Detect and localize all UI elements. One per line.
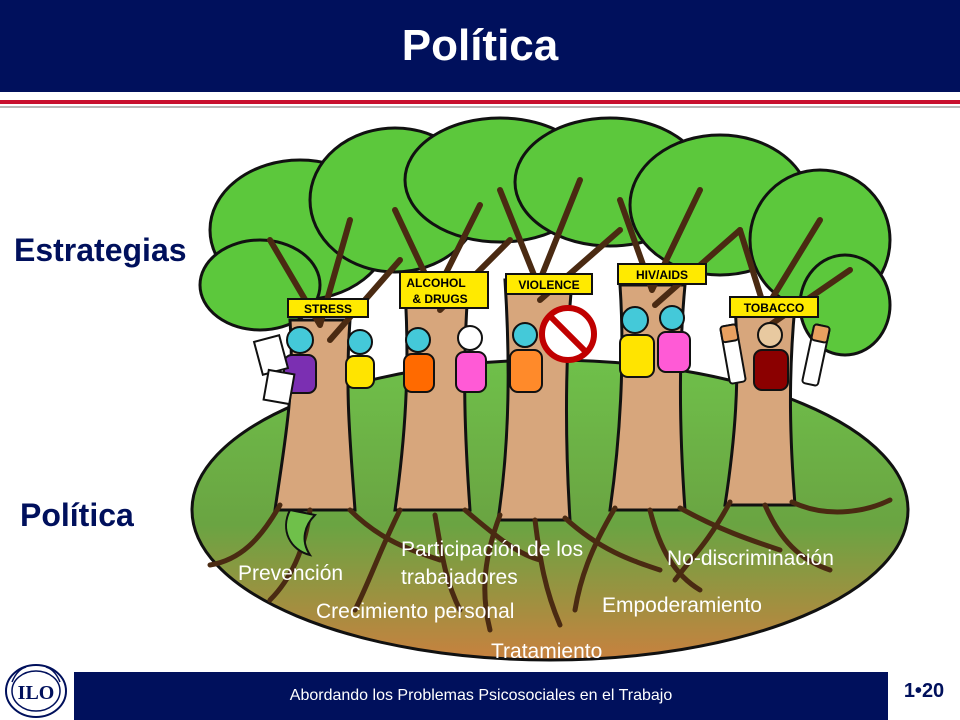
slide-title: Política	[401, 21, 559, 70]
sign-stress	[287, 298, 369, 318]
sign-alcohol	[399, 271, 489, 309]
footer-text: Abordando los Problemas Psicosociales en…	[289, 687, 673, 704]
root-sprout	[285, 508, 318, 557]
cigarettes	[719, 323, 831, 387]
sign-violence	[505, 273, 593, 295]
label-non-discrimination: No-discriminación	[667, 547, 834, 570]
footer-bar	[74, 672, 888, 720]
title-divider-red	[0, 100, 960, 104]
page-number: 1•20	[903, 680, 945, 702]
tree-roots	[207, 497, 893, 633]
logo-text: ILO	[18, 682, 55, 704]
label-treatment: Tratamiento	[491, 640, 603, 663]
sign-hivaids-text: HIV/AIDS	[636, 268, 688, 282]
sign-tobacco	[729, 296, 819, 318]
trees-illustration: STRESS ALCOHOL & DRUGS VIOLENCE HIV/AIDS…	[190, 116, 910, 662]
title-bar	[0, 0, 960, 92]
no-violence-symbol	[539, 305, 597, 363]
label-participation: Participación de los trabajadores	[401, 538, 584, 589]
label-strategies: Estrategias	[14, 232, 187, 268]
sign-drugs-text: & DRUGS	[412, 292, 467, 306]
sign-stress-text: STRESS	[304, 302, 352, 316]
label-prevention: Prevención	[238, 562, 344, 585]
papers-stack	[252, 333, 296, 406]
label-empowerment: Empoderamiento	[602, 594, 762, 617]
sign-tobacco-text: TOBACCO	[744, 301, 804, 315]
sign-alcohol-text: ALCOHOL	[406, 276, 465, 290]
title-divider-grey	[0, 106, 960, 108]
sign-violence-text: VIOLENCE	[518, 278, 579, 292]
ilo-logo: ILO	[5, 664, 67, 718]
sign-hivaids	[617, 263, 707, 285]
tree-signs: STRESS ALCOHOL & DRUGS VIOLENCE HIV/AIDS…	[287, 263, 819, 318]
people-figures	[283, 305, 789, 394]
foliage	[198, 116, 892, 357]
label-personal-growth: Crecimiento personal	[316, 600, 515, 623]
label-policy: Política	[20, 497, 134, 533]
